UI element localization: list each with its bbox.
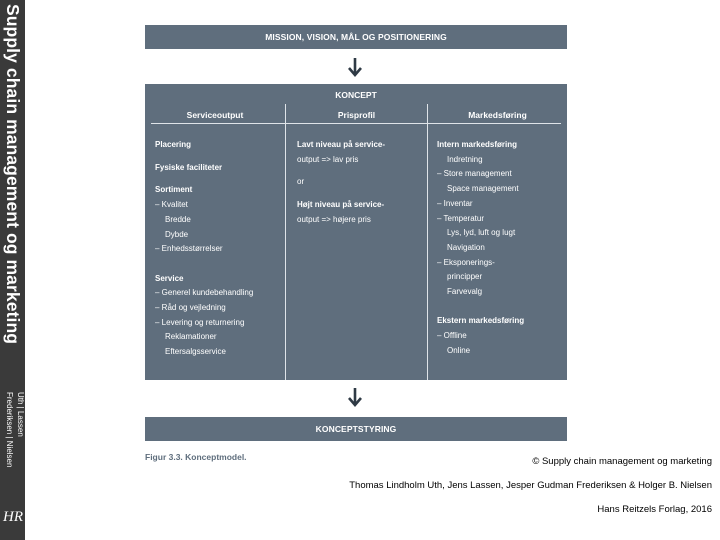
list-item: Eftersalgsservice	[165, 347, 226, 357]
list-item: Ekstern markedsføring	[437, 316, 525, 326]
list-item: Space management	[447, 184, 519, 194]
list-item: Sortiment	[155, 185, 193, 195]
column-divider	[285, 104, 286, 380]
list-item: Fysiske faciliteter	[155, 162, 223, 172]
book-spine: Supply chain management og marketing Uth…	[0, 0, 25, 540]
prisprofil-column: Lavt niveau på service- output => lav pr…	[297, 138, 425, 228]
list-item: – Offline	[437, 331, 467, 341]
mission-vision-box: MISSION, VISION, MÅL OG POSITIONERING	[145, 25, 567, 49]
list-item: Navigation	[447, 242, 485, 252]
spine-authors-line2: Frederiksen | Nielsen	[5, 392, 14, 468]
list-item: Farvevalg	[447, 287, 483, 297]
list-item: output => højere pris	[297, 214, 371, 224]
list-item: – Kvalitet	[155, 200, 188, 210]
list-item: – Eksponerings-	[437, 257, 495, 267]
list-item: Lys, lyd, luft og lugt	[447, 228, 516, 238]
list-item: Service	[155, 273, 184, 283]
markedsfoering-column: Intern markedsføring Indretning – Store …	[437, 138, 565, 359]
list-item: Lavt niveau på service-	[297, 140, 386, 149]
list-item: or	[297, 177, 305, 187]
konceptstyring-box: KONCEPTSTYRING	[145, 417, 567, 441]
list-item: Placering	[155, 140, 192, 149]
list-item: Bredde	[165, 214, 191, 224]
figure-caption: Figur 3.3. Konceptmodel.	[145, 452, 247, 462]
list-item: Reklamationer	[165, 332, 217, 342]
serviceoutput-column: Placering Fysiske faciliteter Sortiment …	[155, 138, 283, 360]
list-item: – Enhedsstørrelser	[155, 244, 223, 254]
koncept-title: KONCEPT	[335, 90, 377, 100]
spine-title: Supply chain management og marketing	[3, 4, 23, 345]
list-item: – Generel kundebehandling	[155, 288, 254, 298]
spine-authors: Uth | Lassen Frederiksen | Nielsen	[1, 392, 25, 472]
list-item: – Levering og returnering	[155, 317, 245, 327]
arrow-down-icon	[348, 58, 362, 77]
column-divider	[427, 104, 428, 380]
heading-divider	[151, 123, 561, 124]
list-item: output => lav pris	[297, 154, 359, 164]
column-heading-serviceoutput: Serviceoutput	[186, 110, 244, 120]
arrow-down-icon	[348, 388, 362, 407]
column-heading-markedsfoering: Markedsføring	[468, 110, 527, 120]
list-item: Intern markedsføring	[437, 140, 518, 149]
list-item: principper	[447, 272, 483, 282]
koncept-box: KONCEPT Serviceoutput Prisprofil Markeds…	[145, 84, 567, 380]
publisher-logo: HR	[3, 509, 23, 525]
list-item: Dybde	[165, 229, 189, 239]
credits-line3: Hans Reitzels Forlag, 2016	[597, 504, 712, 515]
list-item: Højt niveau på service-	[297, 200, 385, 210]
list-item: – Råd og vejledning	[155, 303, 226, 313]
column-heading-prisprofil: Prisprofil	[337, 110, 376, 120]
credits: © Supply chain management og marketing T…	[349, 450, 712, 522]
credits-line2: Thomas Lindholm Uth, Jens Lassen, Jesper…	[349, 480, 712, 491]
spine-authors-line1: Uth | Lassen	[16, 392, 25, 437]
list-item: – Store management	[437, 169, 512, 179]
list-item: Indretning	[447, 154, 483, 164]
credits-line1: © Supply chain management og marketing	[532, 456, 712, 467]
list-item: – Inventar	[437, 198, 473, 208]
list-item: – Temperatur	[437, 213, 484, 223]
list-item: Online	[447, 345, 471, 355]
